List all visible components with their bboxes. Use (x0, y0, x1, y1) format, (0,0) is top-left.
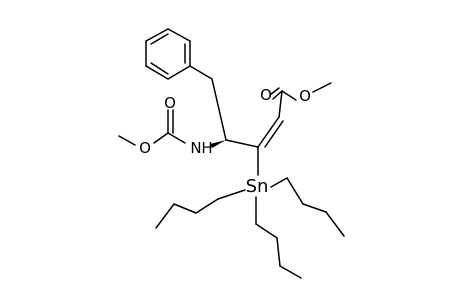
ester-alkoxy-oxygen-label: O (299, 87, 311, 105)
c2-to-ester-bond (278, 90, 283, 118)
ch2-to-stereocenter-bond (211, 78, 227, 141)
stereocenter-to-c3-bond (225, 139, 259, 148)
n-to-carbonyl-bond (167, 132, 186, 144)
c3-c2-double-bond (257, 116, 280, 148)
ring-bond (145, 28, 169, 42)
butyl-left-bond (217, 189, 246, 200)
butyl-bottom-bond (279, 265, 302, 279)
butyl-bottom-bond (255, 223, 278, 239)
amide-nitrogen-label: N (190, 139, 201, 157)
amide-hydrogen-label: H (201, 139, 212, 157)
tin-atom-label: Sn (246, 176, 269, 197)
ring-bond (167, 28, 191, 42)
ring-double-bond (150, 33, 169, 45)
benzyl-bond (189, 65, 213, 80)
carbamate-alkoxy-oxygen-label: O (139, 139, 151, 157)
ester-carbonyl-double-bond (272, 90, 283, 100)
butyl-left-bond (155, 203, 175, 229)
carbamate-o-methyl-bond (118, 135, 136, 146)
butyl-right-bond (286, 177, 304, 205)
backbone (189, 65, 284, 148)
ester-o-methyl-bond (312, 82, 332, 93)
ring-bond (145, 65, 169, 80)
butyl-right-bond (270, 177, 288, 188)
ester-carbonyl-double-bond (269, 87, 280, 96)
butyl-left-bond (173, 203, 197, 214)
butyl-right-bond (325, 211, 345, 237)
ester-c-o-bond (281, 90, 297, 101)
methyl-ester: O O (260, 82, 332, 105)
butyl-left-bond (195, 198, 219, 214)
ring-bond (167, 65, 191, 80)
carbamate-carbonyl-oxygen-label: O (164, 94, 176, 112)
stereo-wedge-bond (210, 140, 226, 148)
phenyl-ring (145, 28, 191, 80)
ester-carbonyl-oxygen-label: O (260, 86, 272, 104)
carbamate: N H O O (118, 94, 226, 157)
tributyltin: Sn (155, 146, 345, 279)
carbamate-c-o-bond (153, 132, 169, 144)
c3-c2-double-bond (264, 120, 284, 148)
butyl-right-bond (302, 203, 327, 213)
ring-double-bond (150, 62, 169, 75)
butyl-bottom-bond (276, 237, 281, 267)
